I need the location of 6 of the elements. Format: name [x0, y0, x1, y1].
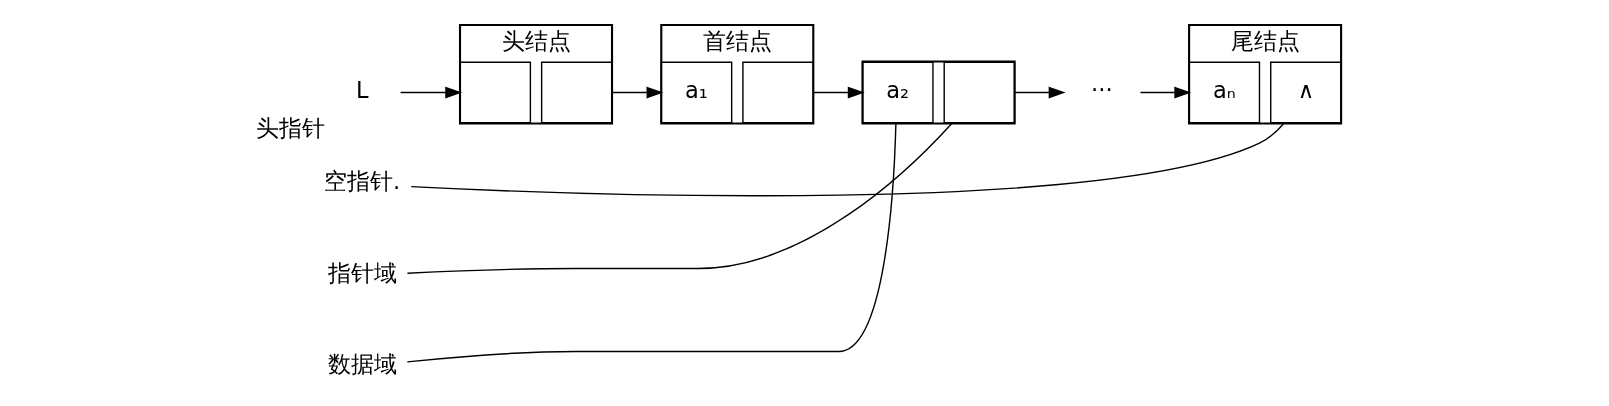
node-text: ··· — [1091, 76, 1113, 103]
node-text: L — [355, 76, 369, 103]
node-text: 指针域 — [327, 259, 397, 286]
node-label: 头指针 — [255, 114, 325, 141]
node-text: 数据域 — [327, 351, 397, 378]
node-text: 空指针. — [324, 168, 401, 195]
